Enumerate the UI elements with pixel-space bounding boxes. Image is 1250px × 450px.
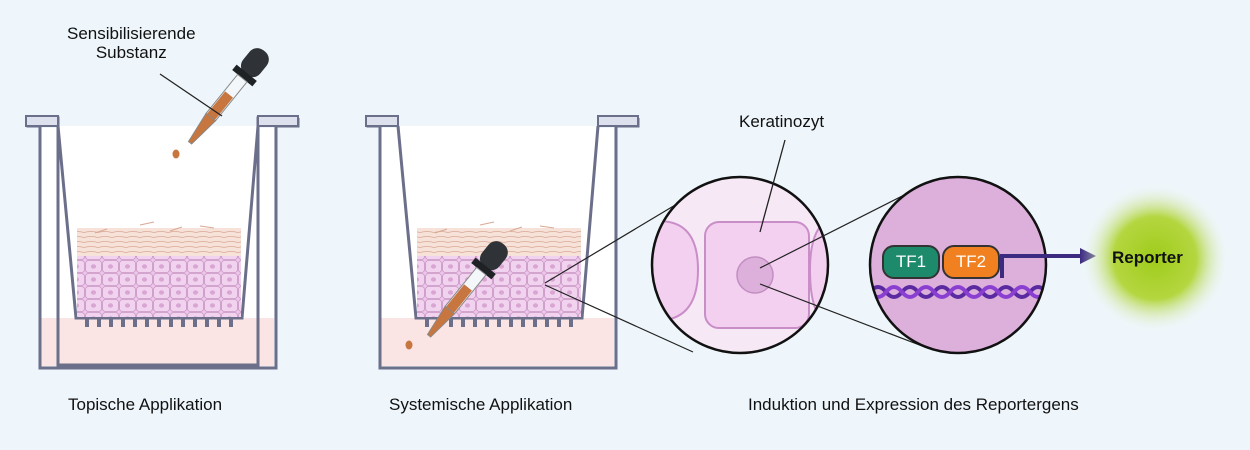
caption-induction: Induktion und Expression des Reportergen… (748, 395, 1079, 414)
drop-topical (172, 149, 180, 159)
nucleus-zoom-line-top (759, 187, 919, 269)
caption-systemic: Systemische Applikation (389, 395, 573, 414)
reporter-label: Reporter (1112, 248, 1183, 267)
well-topical (25, 115, 300, 370)
keratinocyte-leader (759, 139, 786, 233)
tf1-badge: TF1 (882, 245, 940, 279)
substance-leader (159, 73, 223, 117)
drop-systemic (405, 340, 413, 350)
nucleus-zoom-line-bottom (759, 283, 931, 350)
zoom-line-bottom (544, 284, 694, 353)
substance-label: Sensibilisierende Substanz (67, 24, 196, 62)
keratinocyte-label: Keratinozyt (739, 112, 825, 131)
dropper-topical (187, 48, 269, 145)
dropper-systemic (426, 241, 508, 338)
caption-topical: Topische Applikation (68, 395, 223, 414)
tf2-badge: TF2 (942, 245, 1000, 279)
keratinocyte-zoom (650, 175, 830, 355)
dna-strand-b (870, 285, 1046, 299)
well-systemic (365, 115, 640, 370)
reporter-glow (1080, 183, 1230, 333)
